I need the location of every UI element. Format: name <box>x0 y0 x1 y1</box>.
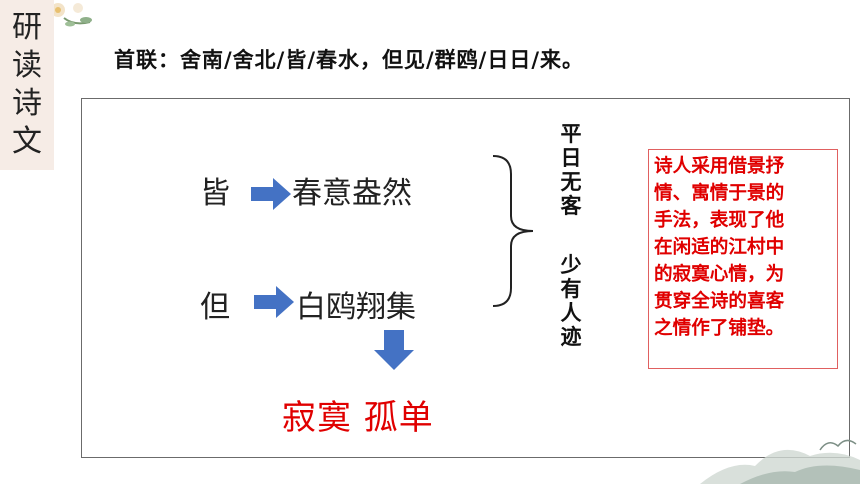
tab-char: 研 <box>12 10 42 45</box>
note-line: 之情作了铺垫。 <box>654 318 785 339</box>
conclusion-text: 寂寞 孤单 <box>282 398 434 438</box>
arrow-right-icon <box>254 286 294 318</box>
keyword-dan: 但 <box>200 290 230 325</box>
mountain-decoration-icon <box>700 439 860 484</box>
vertical-text-no-guests: 平 日 无 客 <box>560 122 582 218</box>
arrow-right-icon <box>251 178 291 210</box>
tab-char: 文 <box>12 124 42 159</box>
note-line: 贯穿全诗的喜客 <box>654 291 785 312</box>
tab-char: 读 <box>12 48 42 83</box>
keyword-jie: 皆 <box>200 176 230 211</box>
note-line: 诗人采用借景抒 <box>654 156 785 177</box>
note-line: 的寂寞心情，为 <box>654 264 785 285</box>
scene-spring: 春意盎然 <box>292 176 412 211</box>
poem-line-heading: 首联：舍南/舍北/皆/春水，但见/群鸥/日日/来。 <box>114 48 585 72</box>
analysis-box <box>81 98 850 458</box>
scene-gulls: 白鸥翔集 <box>296 290 416 325</box>
note-line: 手法，表现了他 <box>654 210 785 231</box>
brace-icon <box>492 155 534 307</box>
flower-decoration-icon <box>51 3 92 27</box>
arrow-down-icon <box>374 330 414 370</box>
section-tab: 研 读 诗 文 <box>0 0 54 170</box>
tab-char: 诗 <box>12 86 42 121</box>
note-line: 情、寓情于景的 <box>654 183 785 204</box>
vertical-text-few-visitors: 少 有 人 迹 <box>560 253 582 349</box>
analysis-note: 诗人采用借景抒 情、寓情于景的 手法，表现了他 在闲适的江村中 的寂寞心情，为 … <box>648 149 838 369</box>
note-line: 在闲适的江村中 <box>654 237 785 258</box>
